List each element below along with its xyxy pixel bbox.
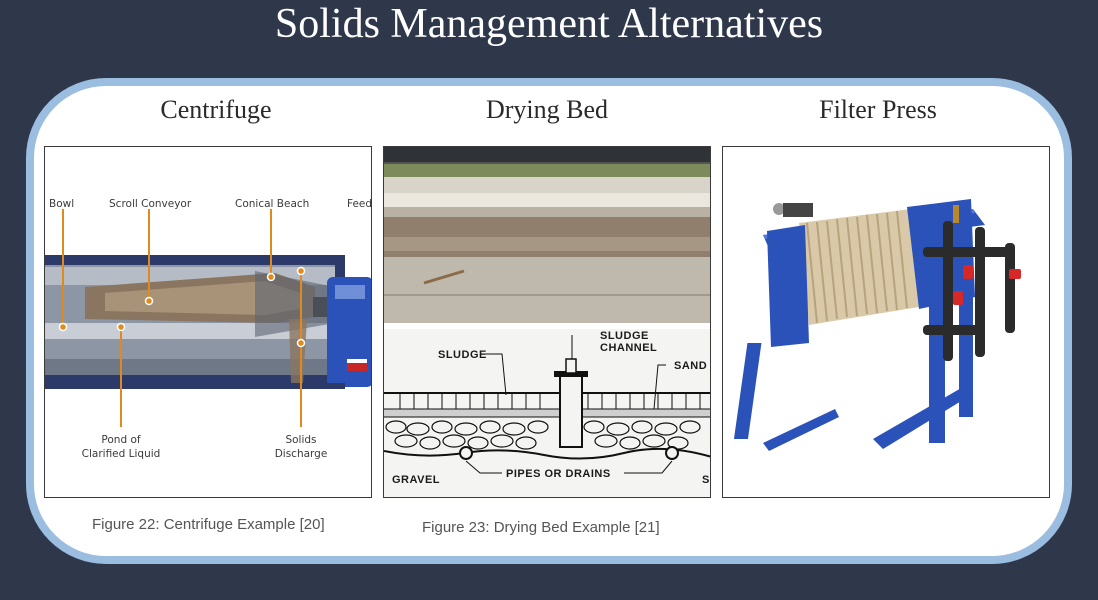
label-pipes: PIPES OR DRAINS: [506, 468, 611, 480]
label-channel-line1: SLUDGE: [600, 330, 649, 342]
centrifuge-illustration: Bowl Scroll Conveyor Conical Beach Feed …: [45, 198, 372, 460]
label-pond-line1: Pond of: [101, 434, 140, 446]
label-scroll-conveyor: Scroll Conveyor: [109, 198, 192, 210]
filter-press-piping: [923, 221, 1015, 361]
filter-press-title: Filter Press: [819, 95, 937, 124]
label-sludge: SLUDGE: [438, 349, 487, 361]
slide-title: Solids Management Alternatives: [274, 1, 824, 47]
label-feed: Feed: [347, 198, 372, 210]
centrifuge-caption: Figure 22: Centrifuge Example [20]: [92, 516, 325, 533]
label-solids-line2: Discharge: [275, 448, 328, 460]
drying-bed-illustration: SLUDGE SLUDGE CHANNEL SAND GRAVEL PIPES …: [384, 147, 710, 497]
label-bowl: Bowl: [49, 198, 74, 210]
label-s: S: [702, 474, 710, 486]
filter-press-tail: [767, 225, 809, 347]
drying-bed-cross-section: SLUDGE SLUDGE CHANNEL SAND GRAVEL PIPES …: [384, 329, 710, 497]
filter-press-illustration: [733, 199, 1021, 451]
filter-press-plates: [799, 209, 919, 325]
label-channel-line2: CHANNEL: [600, 342, 657, 354]
label-solids-line1: Solids: [285, 434, 316, 446]
centrifuge-diagram: Bowl Scroll Conveyor Conical Beach Feed …: [44, 146, 372, 498]
filter-press-photo: [722, 146, 1050, 498]
label-gravel: GRAVEL: [392, 474, 440, 486]
centrifuge-title: Centrifuge: [160, 95, 272, 124]
drying-bed-title: Drying Bed: [485, 95, 609, 124]
label-conical-beach: Conical Beach: [235, 198, 309, 210]
drying-bed-figure: SLUDGE SLUDGE CHANNEL SAND GRAVEL PIPES …: [383, 146, 711, 498]
drying-bed-caption: Figure 23: Drying Bed Example [21]: [422, 519, 660, 536]
drying-bed-photo: [384, 147, 710, 329]
label-pond-line2: Clarified Liquid: [82, 448, 161, 460]
label-sand: SAND: [674, 360, 707, 372]
